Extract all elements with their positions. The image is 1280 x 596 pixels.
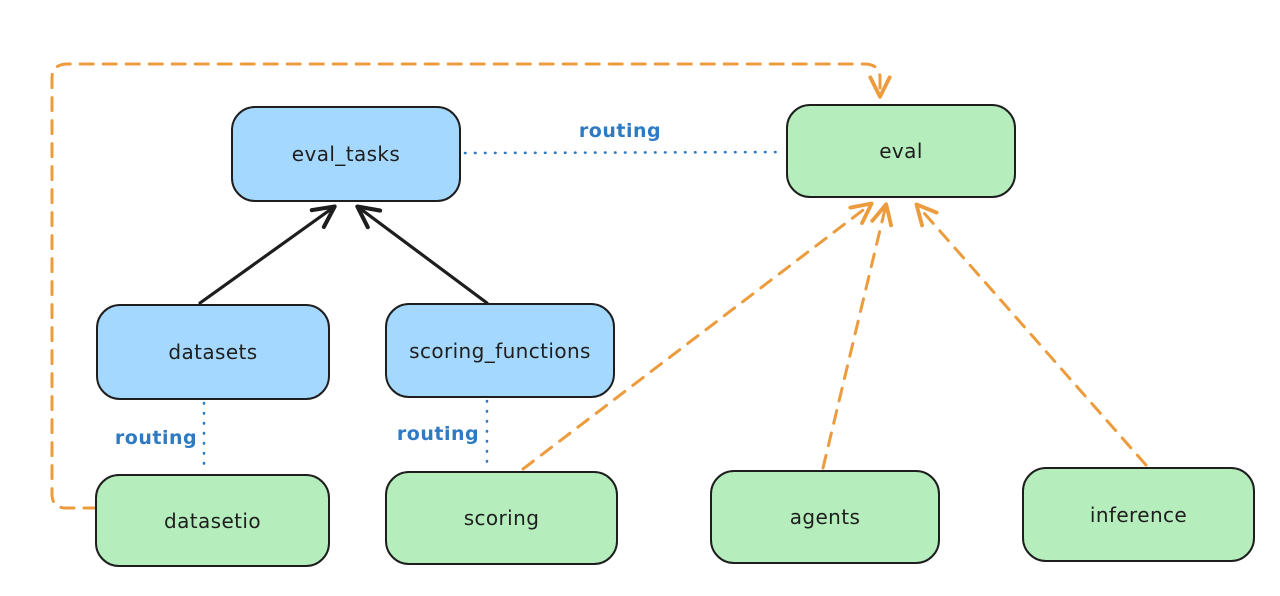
edge-label-routing-datasets-datasetio: routing (114, 427, 198, 449)
node-scoring-functions: scoring_functions (385, 303, 615, 398)
node-datasets-label: datasets (168, 340, 258, 364)
edge-label-routing-eval-tasks-eval: routing (578, 120, 662, 142)
edge-agents-to-eval (821, 202, 893, 470)
node-eval-tasks-label: eval_tasks (291, 142, 401, 166)
node-eval-tasks: eval_tasks (231, 106, 461, 202)
node-datasetio-label: datasetio (163, 508, 261, 533)
edge-eval-tasks-to-eval-routing (463, 150, 784, 155)
node-agents: agents (710, 470, 940, 564)
node-inference-label: inference (1089, 502, 1188, 527)
edge-scoring-to-eval (521, 201, 874, 471)
edge-inference-to-eval (914, 202, 1148, 467)
node-inference: inference (1022, 467, 1255, 562)
node-datasetio: datasetio (95, 474, 330, 567)
node-scoring-functions-label: scoring_functions (409, 338, 591, 363)
edge-datasets-to-eval-tasks (198, 204, 337, 305)
node-datasets: datasets (96, 304, 330, 400)
edge-scoring-functions-to-eval-tasks (355, 204, 489, 305)
node-scoring-label: scoring (463, 506, 540, 530)
edge-label-routing-scoring-functions-scoring: routing (396, 423, 480, 445)
node-eval-label: eval (879, 139, 923, 163)
node-agents-label: agents (789, 505, 861, 529)
node-scoring: scoring (385, 471, 618, 565)
node-eval: eval (786, 104, 1016, 198)
